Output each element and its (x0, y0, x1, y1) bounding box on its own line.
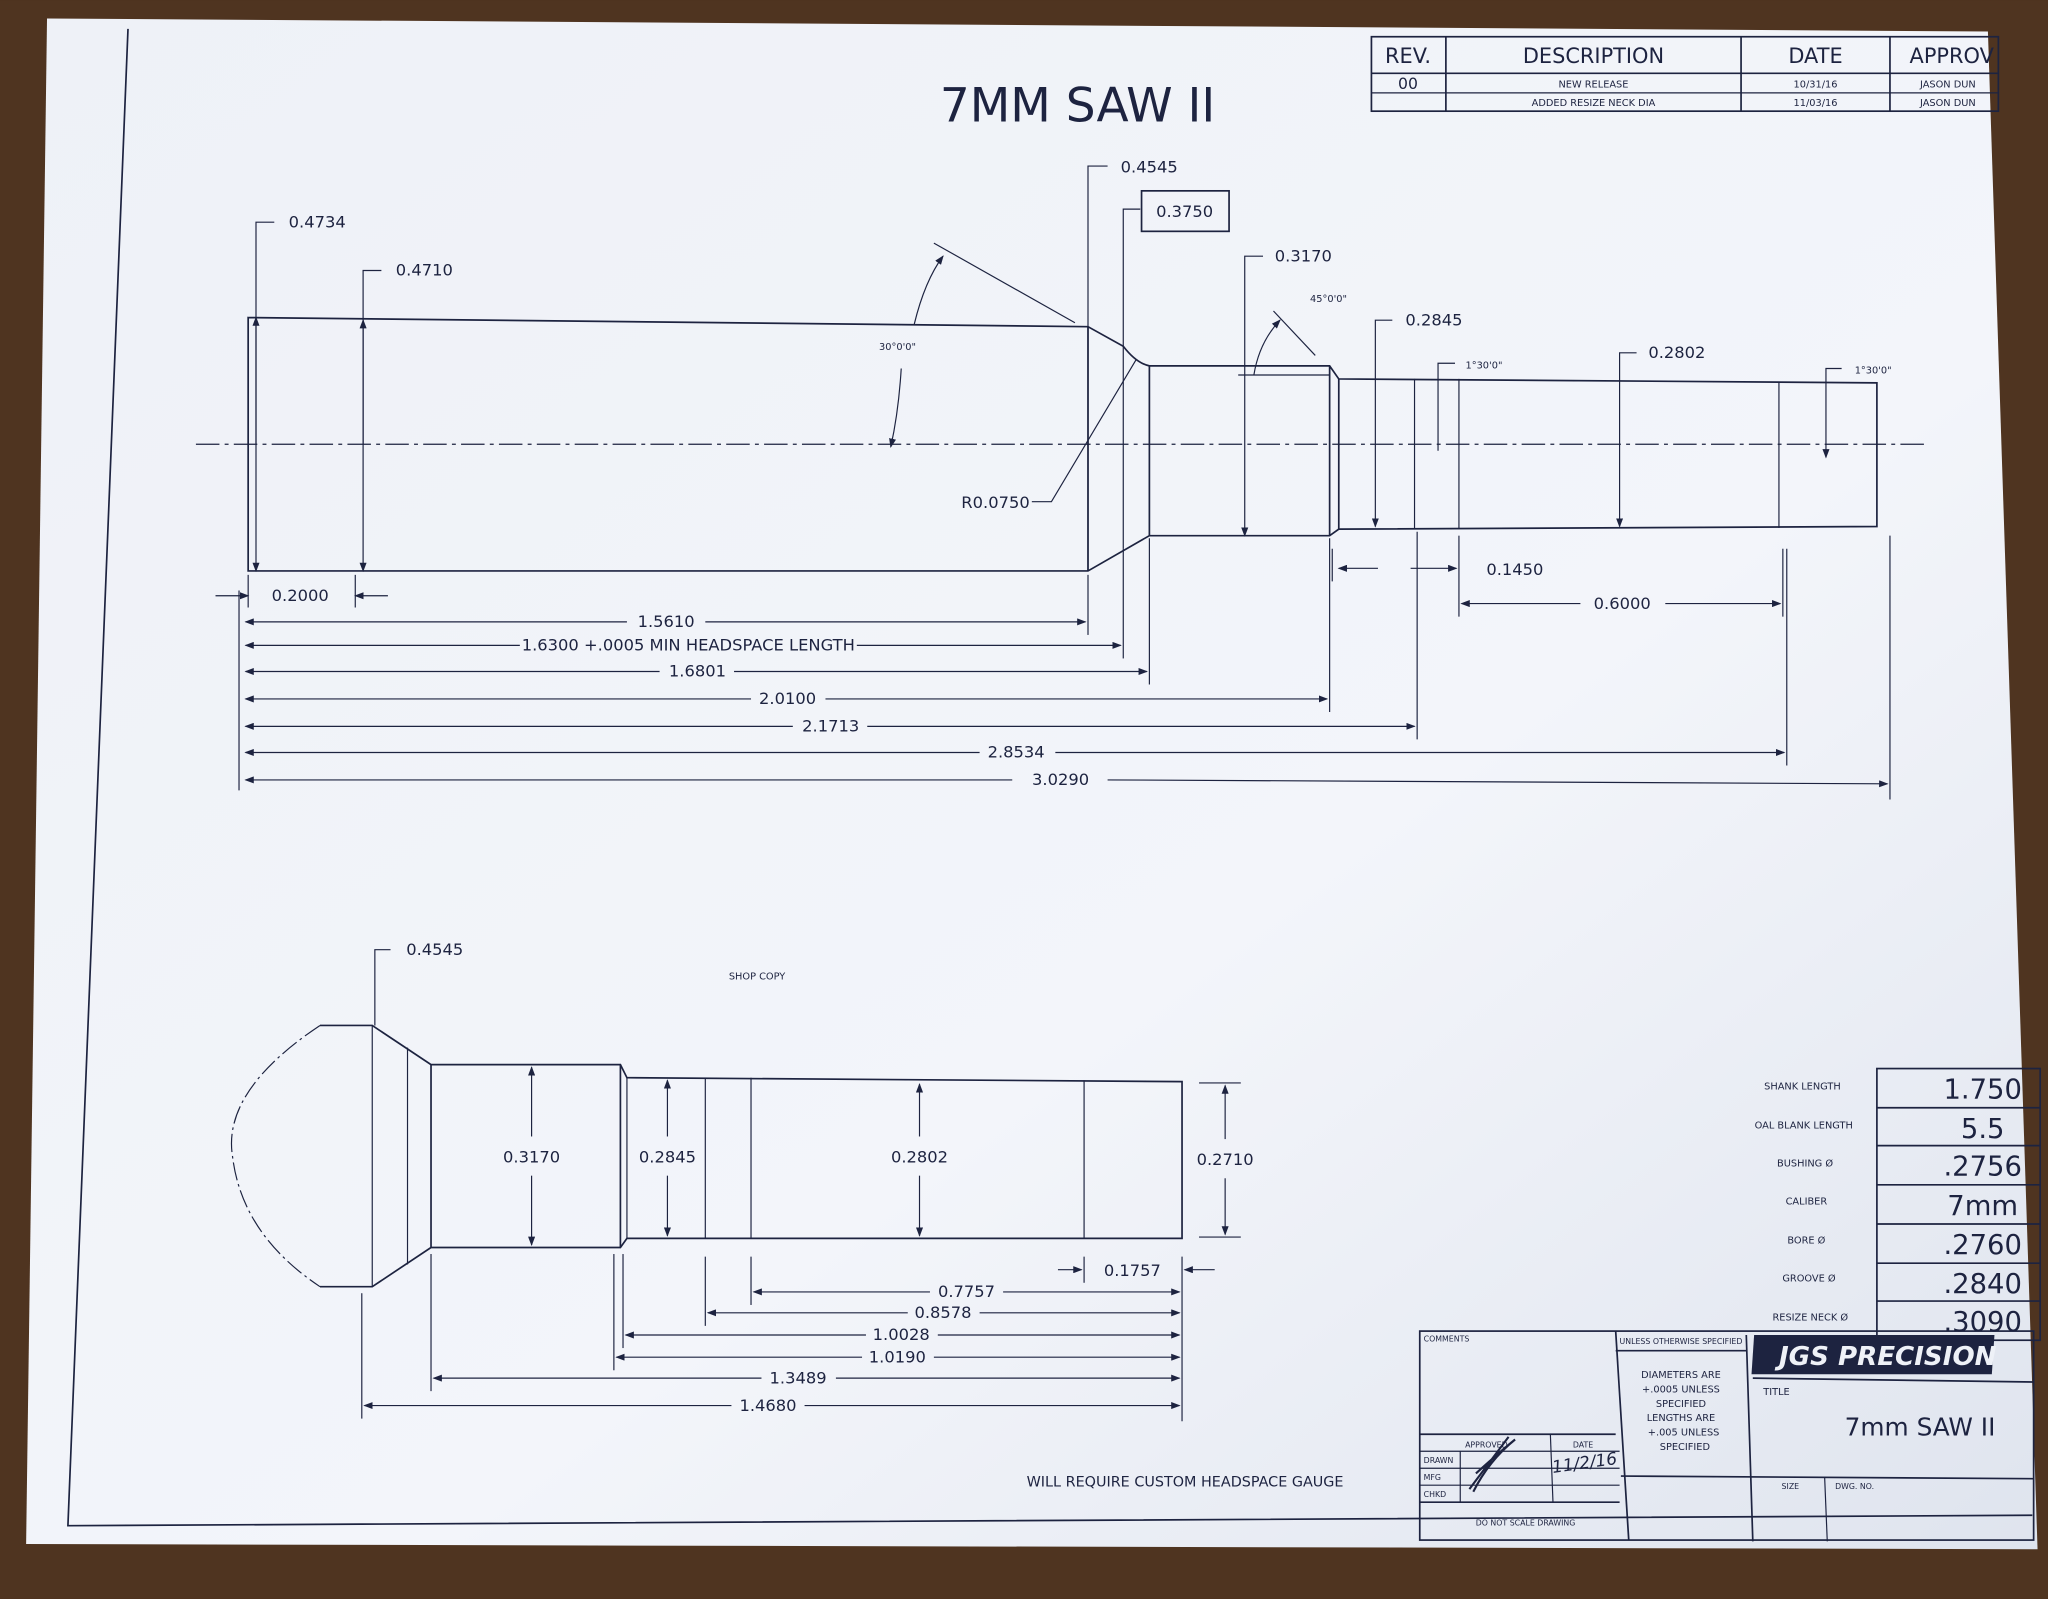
approved-header: APPROV (1910, 44, 1995, 68)
dim-0.2845: 0.2845 (1405, 310, 1462, 329)
dim-1.0190: 1.0190 (869, 1347, 926, 1366)
dim-0.3170: 0.3170 (1275, 246, 1332, 265)
rev-header: REV. (1385, 44, 1431, 68)
spec-label: CALIBER (1786, 1196, 1828, 1207)
date-header: DATE (1788, 44, 1842, 68)
dim-2.0100: 2.0100 (759, 689, 816, 708)
radius-label: R0.0750 (961, 493, 1029, 512)
paper-sheet (26, 18, 2038, 1550)
dim-1.4680: 1.4680 (739, 1396, 796, 1415)
description-header: DESCRIPTION (1523, 44, 1664, 68)
tolerance-line: DIAMETERS ARE (1641, 1370, 1721, 1381)
comments-label: COMMENTS (1424, 1335, 1470, 1344)
chkd-label: CHKD (1424, 1490, 1447, 1499)
spec-label: BORE Ø (1787, 1235, 1825, 1247)
approved-cell: JASON DUN (1919, 80, 1976, 91)
description-cell: NEW RELEASE (1558, 80, 1628, 91)
spec-label: SHANK LENGTH (1764, 1081, 1841, 1092)
spec-label: RESIZE NECK Ø (1772, 1312, 1848, 1324)
drawing-title: 7MM SAW II (940, 79, 1215, 134)
dim-1.0028: 1.0028 (873, 1325, 930, 1344)
title-block: COMMENTS UNLESS OTHERWISE SPECIFIED DIAM… (1418, 1330, 2035, 1542)
revision-table: REV. DESCRIPTION DATE APPROV 00 NEW RELE… (1370, 35, 2000, 113)
dim-0.4710: 0.4710 (396, 261, 453, 280)
description-cell: ADDED RESIZE NECK DIA (1532, 98, 1656, 109)
top-view-dimensions (215, 165, 1891, 800)
drawn-label: DRAWN (1424, 1456, 1454, 1465)
bottom-view-dimensions (361, 949, 1241, 1422)
dim-0.2802: 0.2802 (1648, 343, 1705, 362)
company-logo-text: JGS PRECISION (1774, 1342, 1997, 1372)
spec-label: OAL BLANK LENGTH (1755, 1121, 1853, 1132)
spec-value: 7mm (1947, 1191, 2018, 1222)
dim-0.4545: 0.4545 (1121, 158, 1178, 177)
tolerance-line: +.005 UNLESS (1648, 1428, 1720, 1439)
spec-value: .3090 (1943, 1307, 2021, 1338)
dim-2.1713: 2.1713 (802, 717, 859, 736)
date-cell: 10/31/16 (1794, 80, 1838, 91)
dim-0.1757: 0.1757 (1104, 1261, 1161, 1280)
do-not-scale-label: DO NOT SCALE DRAWING (1476, 1519, 1576, 1528)
dim-1.3489: 1.3489 (770, 1368, 827, 1387)
shop-copy-label: SHOP COPY (729, 972, 785, 983)
dim-0.3170: 0.3170 (503, 1148, 560, 1167)
dim-0.3750-basic: 0.3750 (1156, 202, 1213, 221)
spec-value: .2756 (1943, 1152, 2021, 1183)
dwg-no-label: DWG. NO. (1835, 1482, 1874, 1491)
tolerance-line: SPECIFIED (1660, 1442, 1710, 1453)
rev-cell: 00 (1398, 74, 1418, 93)
mfg-label: MFG (1424, 1473, 1441, 1482)
size-label: SIZE (1782, 1482, 1800, 1491)
title-label: TITLE (1762, 1387, 1789, 1398)
spec-value: 1.750 (1943, 1075, 2021, 1106)
tolerance-line: LENGTHS ARE (1647, 1413, 1716, 1424)
drawing-border (67, 28, 2033, 1527)
tolerance-line: +.0005 UNLESS (1642, 1384, 1720, 1395)
dim-0.4734: 0.4734 (289, 212, 346, 231)
dim-0.2000: 0.2000 (272, 586, 329, 605)
approved-label: APPROVED (1465, 1440, 1508, 1449)
dim-2.8534: 2.8534 (988, 743, 1045, 762)
date-label: DATE (1573, 1440, 1593, 1449)
dim-1.6801: 1.6801 (669, 662, 726, 681)
dim-0.7757: 0.7757 (938, 1282, 995, 1301)
spec-value: .2760 (1943, 1230, 2021, 1261)
dim-0.6000: 0.6000 (1594, 594, 1651, 613)
dim-3.0290: 3.0290 (1032, 770, 1089, 789)
approved-cell: JASON DUN (1919, 98, 1976, 109)
dim-1.5610: 1.5610 (638, 612, 695, 631)
angle-1-30: 1°30'0" (1855, 366, 1892, 377)
dim-0.4545: 0.4545 (406, 940, 463, 959)
bottom-view-labels: 0.4545 SHOP COPY 0.3170 0.2845 0.2802 0.… (406, 940, 1253, 1415)
tolerance-line: SPECIFIED (1656, 1399, 1706, 1410)
title-value: 7mm SAW II (1845, 1413, 1996, 1442)
dim-0.2710: 0.2710 (1197, 1150, 1254, 1169)
top-view-labels: 0.4734 0.4710 0.4545 0.3750 0.3170 0.284… (272, 158, 1892, 790)
bottom-view-profile (230, 1024, 1183, 1288)
dim-0.8578: 0.8578 (914, 1303, 971, 1322)
spec-table: SHANK LENGTH OAL BLANK LENGTH BUSHING Ø … (1755, 1067, 2042, 1342)
angle-1-30: 1°30'0" (1465, 360, 1502, 371)
date-cell: 11/03/16 (1794, 98, 1838, 109)
dim-headspace: 1.6300 +.0005 MIN HEADSPACE LENGTH (522, 636, 855, 655)
dim-0.1450: 0.1450 (1486, 560, 1543, 579)
dim-0.2802: 0.2802 (891, 1148, 948, 1167)
signature (1468, 1436, 1516, 1493)
spec-value: .2840 (1943, 1269, 2021, 1300)
headspace-note: WILL REQUIRE CUSTOM HEADSPACE GAUGE (1027, 1475, 1344, 1491)
unless-label: UNLESS OTHERWISE SPECIFIED (1620, 1337, 1743, 1346)
company-logo (1751, 1335, 1995, 1375)
dim-0.2845: 0.2845 (639, 1148, 696, 1167)
spec-value: 5.5 (1961, 1114, 2005, 1145)
angle-30: 30°0'0" (879, 342, 916, 353)
spec-label: GROOVE Ø (1782, 1272, 1836, 1284)
spec-label: BUSHING Ø (1777, 1158, 1833, 1170)
angle-45: 45°0'0" (1310, 294, 1347, 305)
